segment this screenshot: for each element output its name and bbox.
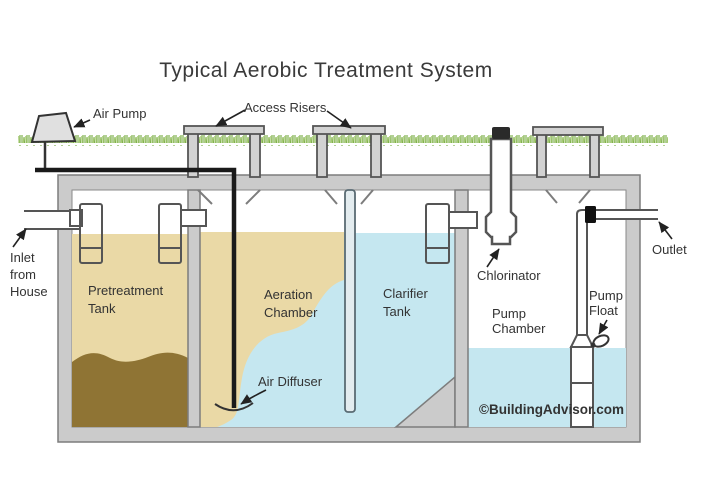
- access-riser-2: [312, 125, 386, 178]
- check-valve: [585, 206, 596, 223]
- chlorinator-arrow: [486, 248, 500, 268]
- pretreatment-inlet-baffle: [69, 203, 103, 264]
- air-pump: [30, 111, 77, 144]
- chlorinator: [484, 127, 518, 246]
- aeration-water-blob: [217, 280, 344, 427]
- riser-funnel-joints: [197, 189, 591, 205]
- inlet-arrow: [12, 228, 27, 248]
- riser-1-lid: [183, 125, 265, 135]
- svg-text:Clarifier: Clarifier: [383, 286, 428, 301]
- chlorinator-body: [484, 137, 518, 246]
- pump-float-arrow: [598, 319, 609, 335]
- svg-text:Pump: Pump: [492, 306, 526, 321]
- svg-text:Aeration: Aeration: [264, 287, 312, 302]
- access-riser-left-arrow: [215, 109, 246, 127]
- svg-text:Tank: Tank: [88, 301, 116, 316]
- aeration-chamber-label: Aeration Chamber: [264, 287, 318, 320]
- pump-discharge-pipe: [577, 212, 587, 342]
- svg-text:Chamber: Chamber: [492, 321, 546, 336]
- clarifier-tank-label: Clarifier Tank: [383, 286, 428, 319]
- pump-assembly: [569, 206, 658, 428]
- outlet-pipe: [577, 210, 658, 219]
- outlet-arrow: [658, 221, 673, 240]
- ground-grass: [18, 135, 668, 146]
- air-pump-label: Air Pump: [93, 106, 146, 121]
- copyright-watermark: ©BuildingAdvisor.com: [479, 402, 624, 417]
- chlorinator-cap: [492, 127, 510, 139]
- svg-text:Inlet: Inlet: [10, 250, 35, 265]
- pump-body: [570, 346, 594, 428]
- svg-text:Tank: Tank: [383, 304, 411, 319]
- svg-text:Pump: Pump: [589, 288, 623, 303]
- access-risers-label: Access Risers: [244, 100, 327, 115]
- sludge-layer: [72, 352, 188, 427]
- pump-chamber-label: Pump Chamber: [492, 306, 546, 336]
- inlet-pipe-bore: [24, 211, 80, 229]
- access-riser-3: [532, 126, 604, 178]
- divider-pretreatment-aeration: [187, 189, 201, 428]
- svg-text:Chamber: Chamber: [264, 305, 318, 320]
- svg-text:House: House: [10, 284, 48, 299]
- outlet-label: Outlet: [652, 242, 687, 257]
- divider-aeration-clarifier: [344, 189, 356, 413]
- pump-float-clip: [590, 342, 596, 348]
- access-riser-right-arrow: [326, 110, 352, 129]
- divider-clarifier-pump: [454, 189, 469, 428]
- pretreatment-tank-label: Pretreatment Tank: [88, 283, 164, 316]
- clarifier-outlet-baffle: [425, 203, 478, 264]
- air-diffuser-arc: [214, 402, 254, 412]
- svg-text:Pretreatment: Pretreatment: [88, 283, 164, 298]
- air-diffuser-label: Air Diffuser: [258, 374, 323, 389]
- pretreatment-outlet-baffle: [158, 203, 207, 264]
- diagram-title: Typical Aerobic Treatment System: [159, 59, 492, 82]
- inlet-label: Inlet from House: [10, 250, 48, 299]
- air-pump-arrow: [73, 118, 91, 128]
- pump-float-label: Pump Float: [589, 288, 623, 318]
- air-supply-pipe: [35, 167, 237, 408]
- riser-3-lid: [532, 126, 604, 136]
- air-diffuser-arrow: [240, 389, 267, 405]
- chlorinator-label: Chlorinator: [477, 268, 541, 283]
- svg-text:Float: Float: [589, 303, 618, 318]
- svg-text:from: from: [10, 267, 36, 282]
- pump-chamber-water: [468, 348, 626, 427]
